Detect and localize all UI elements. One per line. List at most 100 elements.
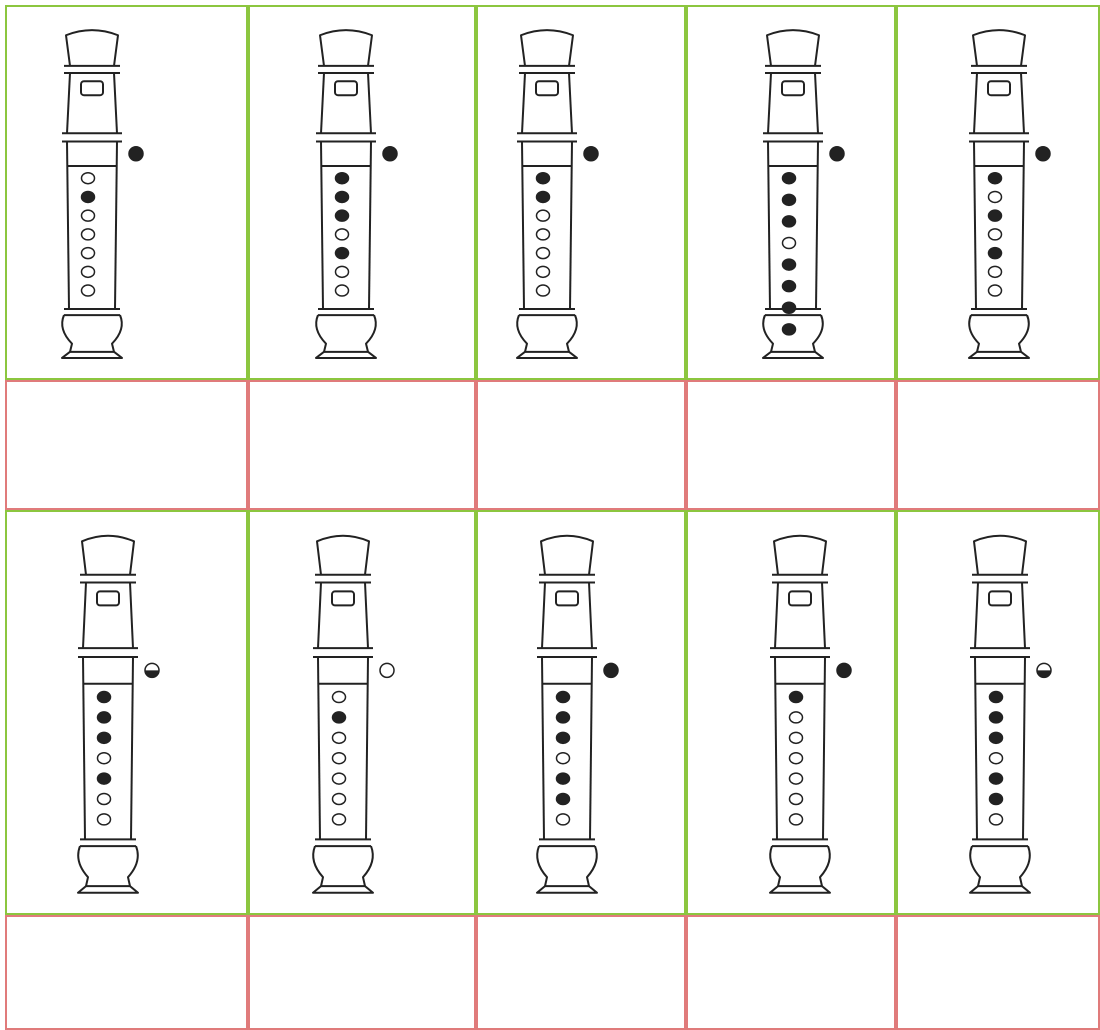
finger-hole-closed [783,281,796,292]
recorder-foot [969,315,1029,352]
recorder-head [320,30,372,66]
finger-hole-open [333,753,346,764]
finger-hole-open [333,793,346,804]
finger-hole-open [790,773,803,784]
finger-hole-open [333,814,346,825]
finger-hole-open [82,248,95,259]
finger-hole-open [82,266,95,277]
finger-hole-closed [783,259,796,270]
finger-hole-open [82,285,95,296]
recorder-foot [62,315,122,352]
finger-hole-open [790,793,803,804]
finger-hole-open [790,814,803,825]
recorder-window [536,81,558,95]
finger-hole-open [336,266,349,277]
recorder-head [974,536,1026,575]
finger-hole-closed [557,793,570,804]
recorder-window [789,591,811,605]
recorder-foot [770,846,830,886]
recorder-head [973,30,1025,66]
finger-hole-open [333,773,346,784]
finger-hole-open [783,237,796,248]
finger-hole-open [990,814,1003,825]
recorder-window [332,591,354,605]
finger-hole-closed [990,732,1003,743]
recorder-window [97,591,119,605]
recorder-foot [517,315,577,352]
finger-hole-open [82,229,95,240]
finger-hole-open [989,285,1002,296]
finger-hole-closed [98,732,111,743]
finger-hole-open [336,229,349,240]
finger-hole-open [990,753,1003,764]
recorder-foot [537,846,597,886]
recorder-window [989,591,1011,605]
thumb-hole-closed [383,147,397,161]
finger-hole-open [790,712,803,723]
finger-hole-closed [990,793,1003,804]
recorder-head [767,30,819,66]
recorder-head [66,30,118,66]
finger-hole-closed [336,210,349,221]
recorder-window [335,81,357,95]
finger-hole-closed [990,773,1003,784]
finger-hole-closed [98,692,111,703]
recorder-foot [970,846,1030,886]
finger-hole-closed [989,248,1002,259]
finger-hole-open [537,248,550,259]
finger-hole-closed [783,216,796,227]
finger-hole-closed [989,173,1002,184]
recorder-head [521,30,573,66]
finger-hole-open [333,692,346,703]
finger-hole-closed [990,692,1003,703]
finger-hole-closed [783,302,796,313]
recorder-head [82,536,134,575]
recorder-window [988,81,1010,95]
finger-hole-open [98,793,111,804]
recorder-foot [78,846,138,886]
finger-hole-closed [336,173,349,184]
thumb-hole-closed [837,663,851,677]
finger-hole-open [557,814,570,825]
finger-hole-closed [783,324,796,335]
finger-hole-closed [98,712,111,723]
finger-hole-open [537,229,550,240]
thumb-hole-closed [604,663,618,677]
recorder-window [782,81,804,95]
finger-hole-closed [537,191,550,202]
finger-hole-closed [990,712,1003,723]
thumb-hole-closed [830,147,844,161]
finger-hole-closed [336,191,349,202]
thumb-hole-closed [584,147,598,161]
recorder-foot [313,846,373,886]
finger-hole-open [537,285,550,296]
finger-hole-open [537,210,550,221]
finger-hole-closed [557,712,570,723]
finger-hole-open [537,266,550,277]
finger-hole-open [333,732,346,743]
finger-hole-closed [537,173,550,184]
recorder-foot [316,315,376,352]
finger-hole-closed [82,191,95,202]
finger-hole-open [790,753,803,764]
finger-hole-closed [557,692,570,703]
finger-hole-open [82,210,95,221]
finger-hole-open [98,814,111,825]
finger-hole-closed [783,173,796,184]
finger-hole-open [989,191,1002,202]
finger-hole-open [98,753,111,764]
finger-hole-open [82,173,95,184]
thumb-hole-closed [129,147,143,161]
recorder-head [541,536,593,575]
finger-hole-closed [336,248,349,259]
finger-hole-closed [783,194,796,205]
finger-hole-closed [98,773,111,784]
recorder-head [317,536,369,575]
finger-hole-open [557,753,570,764]
finger-hole-open [989,266,1002,277]
finger-hole-open [989,229,1002,240]
finger-hole-closed [557,773,570,784]
finger-hole-open [336,285,349,296]
finger-hole-closed [333,712,346,723]
